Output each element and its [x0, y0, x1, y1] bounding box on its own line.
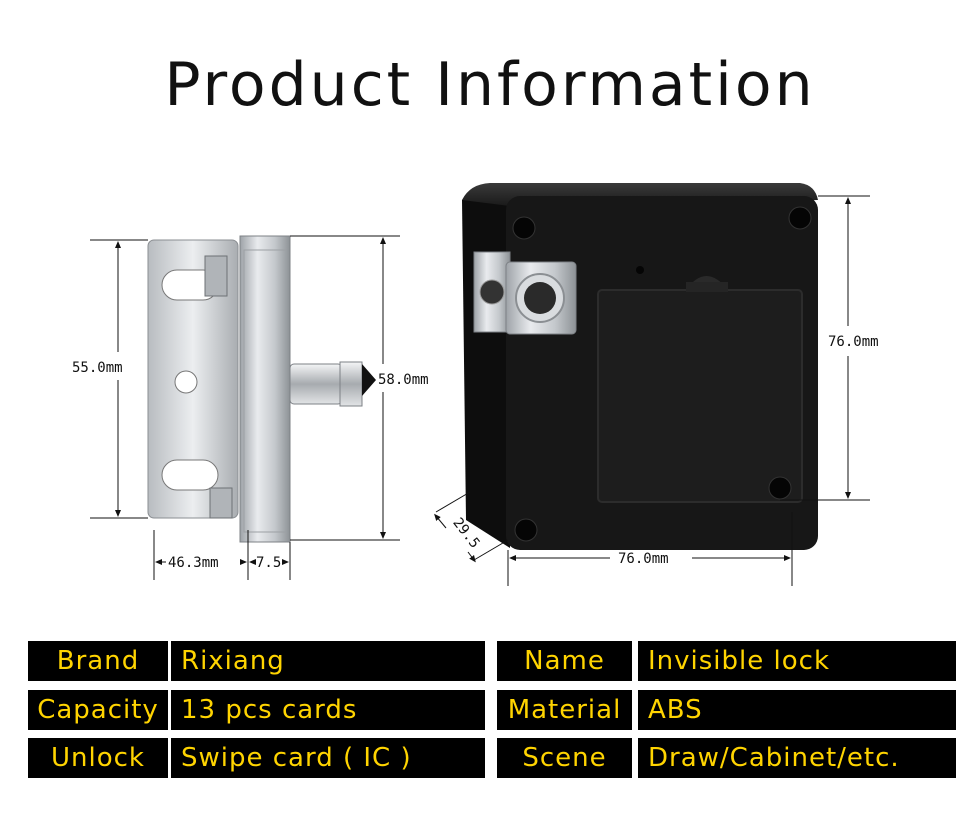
- dim-side-width: 46.3mm: [168, 555, 219, 571]
- lock-box-view: [462, 183, 818, 550]
- page-title: Product Information: [164, 50, 816, 120]
- lock-side-view: [147, 235, 376, 543]
- dim-bolt-length: 7.5: [256, 555, 281, 571]
- right-dimension-lines: [434, 195, 870, 586]
- spec-value-brand: Rixiang: [171, 641, 485, 681]
- spec-label-unlock: Unlock: [28, 738, 168, 778]
- spec-value-capacity: 13 pcs cards: [171, 690, 485, 730]
- spec-value-name: Invisible lock: [638, 641, 956, 681]
- dim-box-height: 76.0mm: [828, 334, 879, 350]
- spec-value-scene: Draw/Cabinet/etc.: [638, 738, 956, 778]
- spec-label-material: Material: [497, 690, 632, 730]
- spec-label-brand: Brand: [28, 641, 168, 681]
- spec-value-material: ABS: [638, 690, 956, 730]
- dim-side-height: 55.0mm: [72, 360, 123, 376]
- spec-value-unlock: Swipe card ( IC ): [171, 738, 485, 778]
- product-illustration: 55.0mm 58.0mm 46.3mm 7.5: [72, 183, 879, 586]
- spec-label-name: Name: [497, 641, 632, 681]
- dim-box-width: 76.0mm: [618, 551, 669, 567]
- spec-label-capacity: Capacity: [28, 690, 168, 730]
- dim-bolt-height: 58.0mm: [378, 372, 429, 388]
- left-dimension-lines: [90, 235, 400, 580]
- spec-label-scene: Scene: [497, 738, 632, 778]
